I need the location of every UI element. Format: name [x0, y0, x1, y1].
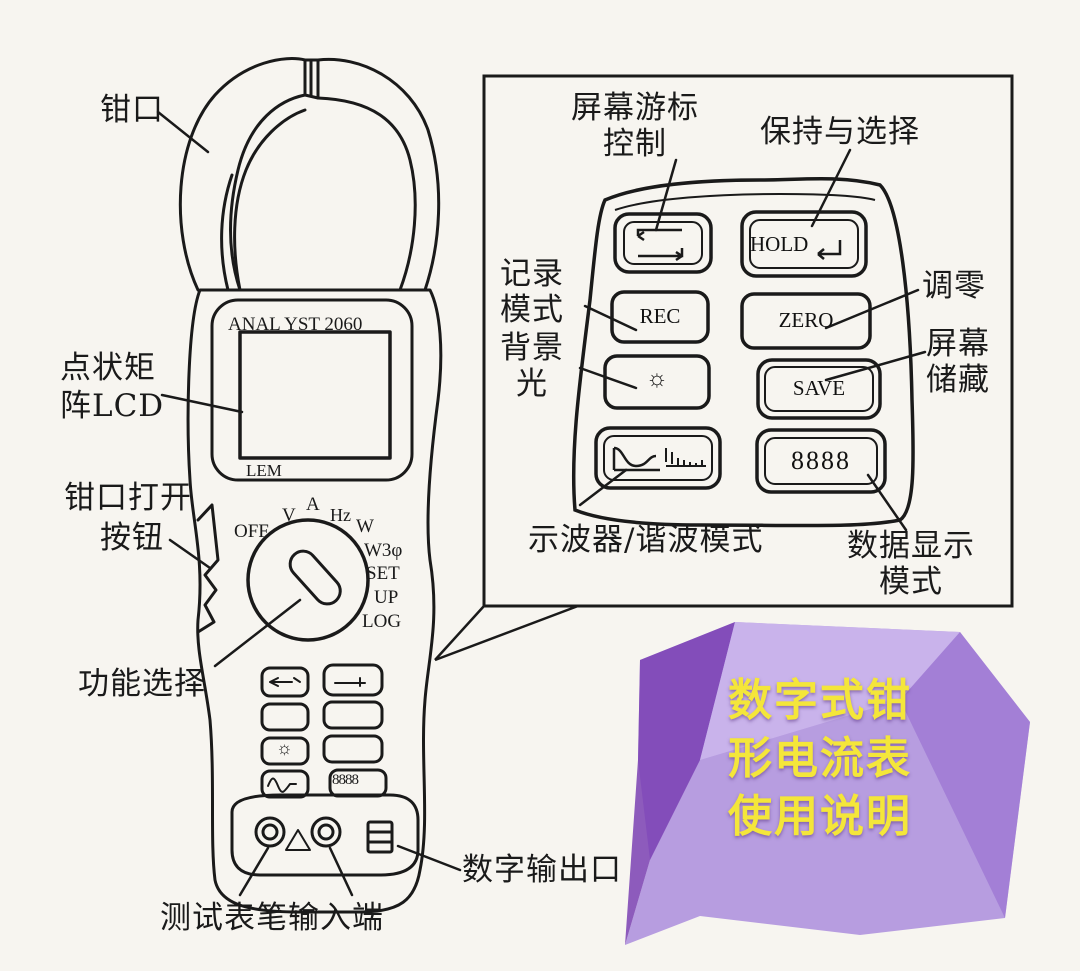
leader-zero	[824, 288, 920, 330]
leader-jaw	[156, 110, 210, 154]
key-backlight-icon: ☼	[646, 366, 668, 392]
dial-hz: Hz	[330, 505, 351, 525]
leader-cursor	[654, 158, 678, 232]
brand-name: LEM	[246, 461, 282, 480]
badge-title: 数字式钳 形电流表 使用说明	[700, 672, 940, 846]
title-badge	[625, 622, 1030, 945]
key-rec-label: REC	[639, 304, 681, 328]
label-lcd-2: 阵LCD	[60, 388, 165, 424]
leader-jaw-open	[168, 538, 212, 570]
zoom-frame	[482, 74, 1014, 608]
label-jaw-open-2: 按钮	[100, 520, 164, 556]
key-data-display-digits: 8888	[791, 446, 851, 475]
leader-data	[866, 473, 908, 532]
dial-up: UP	[374, 587, 399, 608]
digital-output-port	[366, 820, 394, 854]
terminal-panel	[230, 793, 420, 877]
display-bezel	[210, 298, 414, 482]
label-record-2: 模式	[500, 292, 564, 328]
label-scope-harmonic: 示波器/谐波模式	[528, 522, 764, 558]
label-lcd-1: 点状矩	[60, 350, 156, 386]
key-hold-label: HOLD	[750, 232, 809, 256]
input-jack-2	[310, 816, 342, 848]
label-function-select: 功能选择	[78, 666, 206, 702]
jaw-outline	[178, 57, 307, 292]
input-jack-1	[254, 816, 286, 848]
label-test-lead-input: 测试表笔输入端	[160, 900, 384, 936]
label-jaw-open-1: 钳口打开	[64, 480, 192, 516]
badge-line-1: 数字式钳	[728, 675, 912, 726]
leader-save	[824, 350, 927, 382]
key-zero-label: ZERO	[778, 308, 834, 332]
key-rec	[610, 290, 710, 344]
dial-w3: W3φ	[364, 540, 403, 561]
jaw-open-trigger	[196, 503, 220, 634]
dial-set: SET	[366, 563, 400, 584]
key-zero	[740, 292, 872, 350]
dial-a: A	[306, 494, 320, 515]
key-save	[756, 358, 882, 420]
label-data-display-2: 模式	[879, 564, 943, 600]
key-cursor	[613, 212, 713, 274]
label-record-1: 记录	[500, 256, 564, 292]
label-digital-output: 数字输出口	[462, 852, 622, 888]
label-backlight-2: 光	[516, 366, 548, 402]
leader-scope	[578, 468, 628, 507]
device-keypad	[260, 663, 388, 799]
dial-log: LOG	[362, 611, 402, 632]
leader-backlight	[578, 366, 638, 390]
meter-body-outline	[186, 288, 443, 914]
leader-lcd	[160, 393, 244, 414]
leader-test-lead-1	[238, 846, 270, 897]
label-zero: 调零	[922, 268, 986, 304]
label-data-display-1: 数据显示	[847, 528, 975, 564]
key-backlight	[603, 354, 711, 410]
label-backlight-1: 背景	[500, 330, 564, 366]
dial-off: OFF	[234, 521, 269, 542]
lcd-screen	[238, 330, 392, 460]
label-hold-select: 保持与选择	[760, 114, 920, 150]
device-digits-key-label: 8888	[332, 772, 359, 788]
key-hold	[740, 210, 868, 278]
dial-v: V	[282, 505, 296, 526]
dial-knob	[288, 549, 342, 606]
badge-line-3: 使用说明	[728, 791, 912, 842]
leader-function	[213, 598, 302, 668]
label-jaw: 钳口	[100, 92, 164, 128]
label-screen-save-2: 储藏	[926, 362, 990, 398]
jaw-outline-right	[316, 57, 441, 292]
label-cursor-2: 控制	[603, 126, 667, 162]
leader-test-lead-2	[328, 846, 354, 897]
key-scope	[594, 426, 722, 490]
label-screen-save-1: 屏幕	[926, 326, 990, 362]
key-data-display	[755, 428, 887, 494]
leader-record	[583, 304, 638, 332]
function-dial	[246, 518, 370, 642]
leader-hold	[810, 148, 852, 228]
label-cursor-1: 屏幕游标	[571, 90, 699, 126]
key-save-label: SAVE	[792, 376, 846, 400]
badge-line-2: 形电流表	[728, 733, 912, 784]
dial-w: W	[356, 516, 374, 537]
device-backlight-icon: ☼	[276, 738, 293, 758]
leader-digital-out	[396, 844, 462, 872]
model-name: ANAL YST 2060	[228, 314, 363, 335]
